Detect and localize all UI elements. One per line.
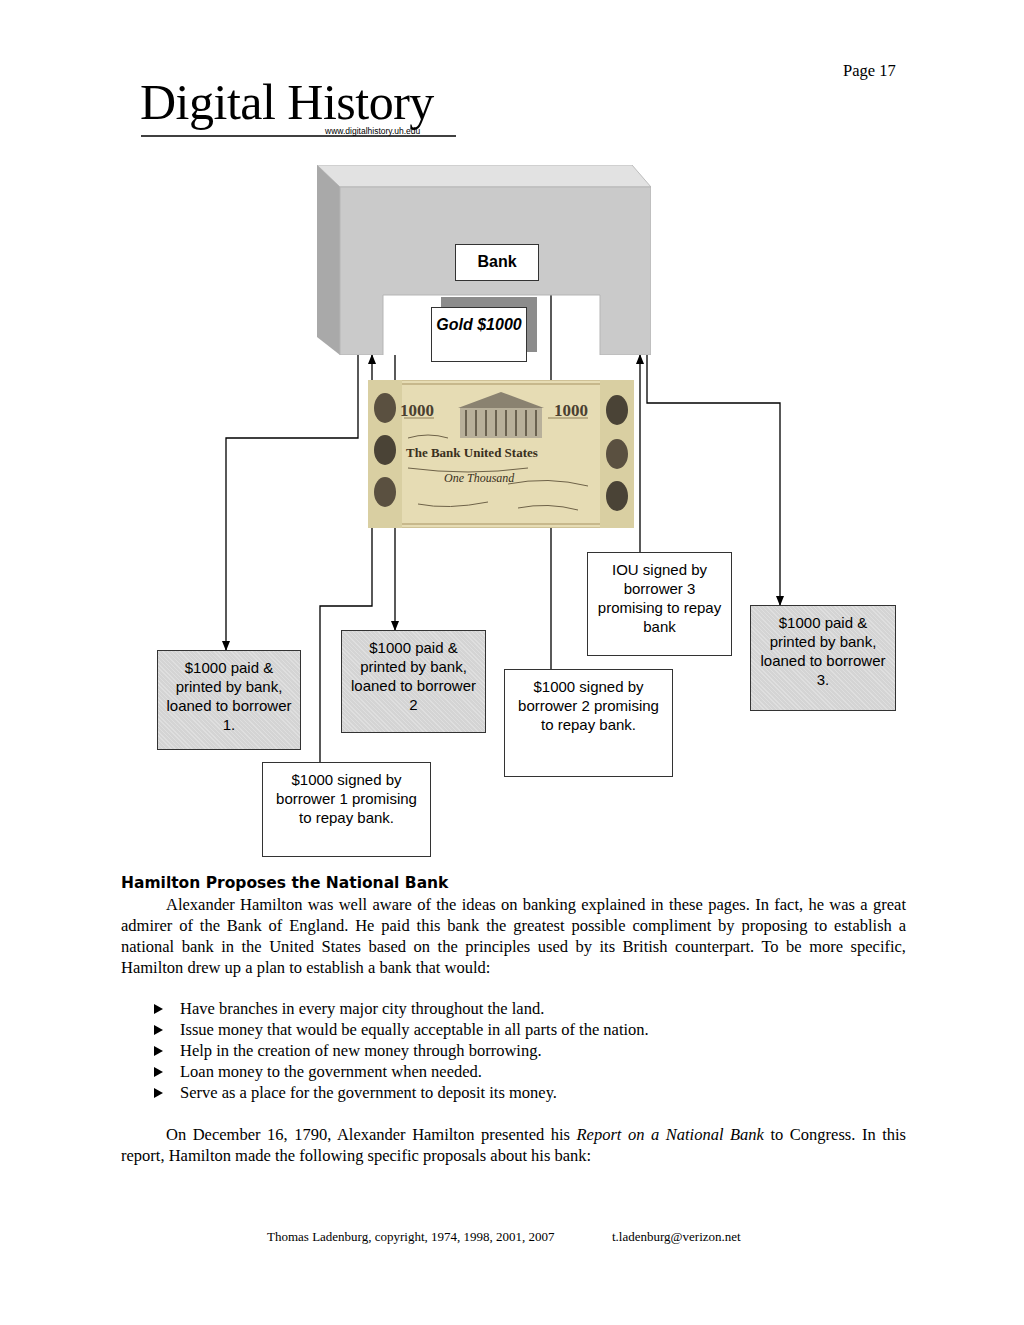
bullet-item: Have branches in every major city throug… (121, 998, 906, 1019)
note-amount: One Thousand (444, 471, 514, 486)
bullet-text: Serve as a place for the government to d… (180, 1083, 557, 1102)
drawing-part (458, 392, 544, 408)
drawing-part (515, 410, 517, 436)
bullet-arrow (154, 1088, 163, 1098)
note-title: The Bank United States (406, 445, 538, 461)
drawing-part (368, 380, 402, 528)
bullet-list: Have branches in every major city throug… (121, 998, 906, 1103)
drawing-part (505, 410, 507, 436)
gold-reserve-box: Gold $1000 (431, 307, 527, 362)
drawing-part (485, 410, 487, 436)
paragraph: Alexander Hamilton was well aware of the… (121, 894, 906, 978)
bank-label: Bank (455, 244, 539, 281)
drawing-part (372, 384, 630, 524)
bullet-arrow (154, 1025, 163, 1035)
drawing-part (495, 410, 497, 436)
bullet-item: Loan money to the government when needed… (121, 1061, 906, 1082)
bullet-text: Loan money to the government when needed… (180, 1062, 482, 1081)
box-text: $1000 paid & printed by bank, loaned to … (757, 613, 889, 689)
drawing-part (606, 439, 628, 469)
box-text: $1000 paid & printed by bank, loaned to … (348, 638, 479, 714)
bank-shape (340, 187, 651, 355)
logo-url: www.digitalhistory.uh.edu (325, 126, 420, 136)
drawing-part (606, 395, 628, 425)
iou-box: $1000 signed by borrower 2 promising to … (504, 669, 673, 777)
drawing-part (368, 380, 634, 528)
box-text: Gold $1000 (434, 315, 524, 334)
loan-money-box: $1000 paid & printed by bank, loaned to … (750, 605, 896, 711)
bullet-item: Serve as a place for the government to d… (121, 1082, 906, 1103)
drawing-part (606, 481, 628, 511)
box-text: IOU signed by borrower 3 promising to re… (594, 560, 725, 636)
loan-money-box: $1000 paid & printed by bank, loaned to … (157, 650, 301, 750)
drawing-part (374, 477, 396, 507)
iou-box: IOU signed by borrower 3 promising to re… (587, 552, 732, 656)
paragraph: On December 16, 1790, Alexander Hamilton… (121, 1124, 906, 1166)
note-denomination: 1000 (554, 401, 588, 421)
drawing-part (374, 435, 396, 465)
drawing-part (600, 380, 634, 528)
bullet-arrow (154, 1067, 163, 1077)
bullet-text: Issue money that would be equally accept… (180, 1020, 649, 1039)
bullet-arrow (154, 1004, 163, 1014)
body-text: Hamilton Proposes the National BankAlexa… (121, 873, 906, 1166)
bullet-arrow (154, 1046, 163, 1056)
section-heading: Hamilton Proposes the National Bank (121, 873, 906, 894)
drawing-part (374, 393, 396, 423)
bank-shape (317, 165, 340, 355)
logo-text: Digital History (140, 72, 434, 132)
box-text: $1000 signed by borrower 2 promising to … (511, 677, 666, 734)
loan-money-box: $1000 paid & printed by bank, loaned to … (341, 630, 486, 733)
box-text: $1000 paid & printed by bank, loaned to … (164, 658, 294, 734)
bank-shape (317, 165, 651, 187)
bullet-item: Issue money that would be equally accept… (121, 1019, 906, 1040)
bullet-text: Help in the creation of new money throug… (180, 1041, 542, 1060)
flow-arrow (639, 355, 640, 552)
bank-building: BankGold $1000 (317, 165, 651, 355)
drawing-part (475, 410, 477, 436)
page-number: Page 17 (843, 61, 896, 81)
drawing-part (465, 410, 467, 436)
bullet-item: Help in the creation of new money throug… (121, 1040, 906, 1061)
bullet-text: Have branches in every major city throug… (180, 999, 544, 1018)
footer-credit: Thomas Ladenburg, copyright, 1974, 1998,… (267, 1229, 555, 1245)
note-denomination: 1000 (400, 401, 434, 421)
drawing-part (460, 408, 542, 438)
iou-box: $1000 signed by borrower 1 promising to … (262, 762, 431, 857)
box-text: $1000 signed by borrower 1 promising to … (269, 770, 424, 827)
drawing-part (525, 410, 527, 436)
drawing-part (535, 410, 537, 436)
paragraph-part: On December 16, 1790, Alexander Hamilton… (166, 1125, 570, 1144)
report-title: Report on a National Bank (577, 1125, 764, 1144)
drawing-part (466, 410, 536, 436)
footer-email: t.ladenburg@verizon.net (612, 1229, 741, 1245)
